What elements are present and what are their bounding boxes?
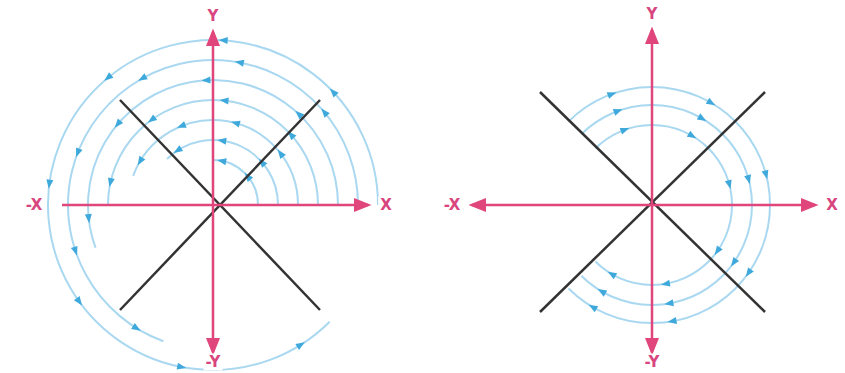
arrowhead [137, 73, 148, 83]
arrowhead [230, 118, 241, 127]
arrowhead [587, 302, 598, 313]
arrowhead [201, 76, 210, 83]
arrowhead [295, 339, 306, 350]
x-axis [62, 204, 368, 207]
arrowhead [687, 131, 698, 142]
rotation-arc [213, 160, 258, 205]
arrowhead [706, 98, 717, 109]
arrowhead [660, 280, 670, 288]
arrowhead [743, 267, 754, 278]
arrowhead [762, 170, 771, 181]
arrowhead [217, 156, 227, 165]
rotation-arc [133, 120, 298, 205]
y-axis [651, 30, 654, 352]
axis-label: -Y [643, 354, 662, 371]
arrowhead [219, 97, 229, 105]
arrowhead [667, 317, 677, 325]
axis-label: X [378, 197, 394, 214]
rotation-arcs [569, 87, 771, 326]
arrowhead [217, 136, 227, 144]
arrowhead [218, 37, 227, 45]
arrowhead [613, 106, 624, 116]
axis-label: X [824, 197, 840, 214]
arrowhead [606, 269, 617, 280]
rotation-arcs [45, 37, 378, 372]
arrowhead [146, 114, 157, 125]
arrowhead [664, 299, 674, 307]
arrowhead [45, 179, 53, 189]
arrowhead [607, 89, 618, 99]
arrowhead [106, 178, 115, 188]
axis-label: Y [645, 6, 660, 23]
arrowhead [131, 323, 142, 334]
arrowhead [697, 113, 708, 124]
arrowhead [596, 286, 607, 297]
arrowhead [728, 257, 739, 268]
arrowhead [176, 121, 187, 131]
arrowhead [177, 363, 187, 372]
arrowhead [234, 58, 244, 67]
arrowhead [319, 106, 330, 117]
axis-label: -X [442, 197, 463, 214]
arrowhead [327, 86, 338, 97]
arrowhead [725, 180, 734, 191]
arrowhead [71, 246, 80, 257]
arrowhead [275, 147, 286, 158]
rotation-arc [167, 140, 278, 205]
arrowhead [85, 214, 93, 224]
axis-label: -X [24, 197, 45, 214]
axis-label: -Y [204, 354, 223, 371]
arrowhead [112, 119, 123, 130]
arrowhead [135, 156, 146, 167]
arrowhead [620, 125, 631, 135]
x-axis [472, 204, 815, 207]
arrowhead [74, 296, 85, 307]
axis-label: Y [206, 8, 221, 25]
arrowhead [712, 246, 723, 257]
y-axis [212, 32, 215, 352]
arrowhead [73, 147, 83, 158]
arrowhead [102, 72, 113, 83]
arrowhead [744, 174, 753, 185]
